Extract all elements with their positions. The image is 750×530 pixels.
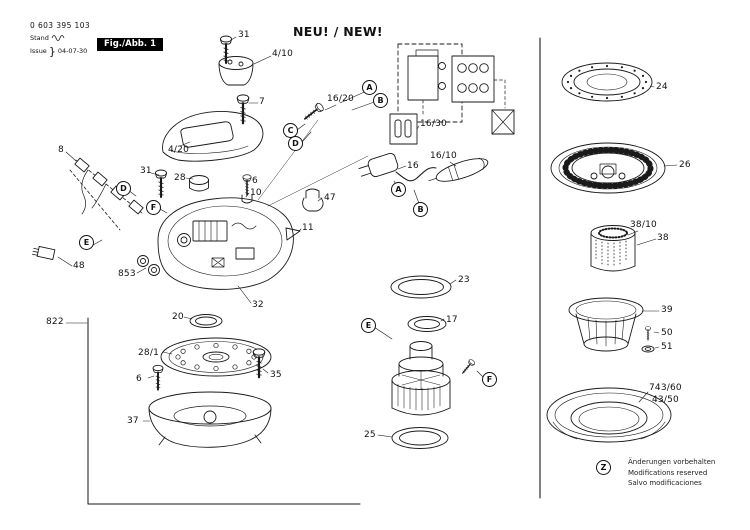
marker-d-1: D [288,136,303,151]
callout-743-60: 743/60 [649,383,682,393]
part-harness-8 [69,157,144,231]
part-basket-39 [568,297,644,352]
callout-7: 7 [259,97,265,107]
callout-853: 853 [118,269,136,279]
callout-17: 17 [446,315,458,325]
callout-43-50: 43/50 [652,395,679,405]
issue-date: 04-07-30 [57,47,88,56]
long-leader-lines [257,119,369,207]
callout-6-top: 6 [252,176,258,186]
callout-10: 10 [250,188,262,198]
part-screw-7 [236,93,250,125]
part-washer-51 [641,345,655,353]
part-housing-37 [148,391,272,448]
part-ring-25 [391,427,449,449]
part-screw-motor-f [459,357,477,376]
part-ring-17 [407,316,447,332]
callout-25: 25 [364,430,376,440]
callout-31-top: 31 [238,30,250,40]
callout-31-left: 31 [140,166,152,176]
part-number: 0 603 395 103 [30,21,91,30]
marker-a-2: A [391,182,406,197]
callout-28-1: 28/1 [138,348,160,358]
part-ring-743 [546,387,672,443]
part-screw-6-bottom [152,364,164,391]
part-housing-32 [157,197,294,290]
callout-35: 35 [270,370,282,380]
part-motor [391,341,451,416]
callout-37: 37 [127,416,139,426]
part-screw-31-left [154,168,168,199]
callout-16-10: 16/10 [430,151,457,161]
marker-z: Z [596,460,611,475]
issue-label: Issue [30,47,47,56]
stand-label: Stand [30,34,49,42]
part-clip-10 [241,194,253,204]
callout-20: 20 [172,312,184,322]
marker-a-1: A [362,80,377,95]
callout-8: 8 [58,145,64,155]
callout-51: 51 [661,342,673,352]
marker-e-2: E [361,318,376,333]
brace-glyph: } [48,45,56,59]
part-connector-48 [32,245,56,261]
marker-f-1: F [146,200,161,215]
part-cap-28 [189,175,209,192]
callout-48: 48 [73,261,85,271]
leader-lines [57,36,678,438]
callout-4-10: 4/10 [272,49,294,59]
part-ring-23 [390,275,452,299]
figure-label: Fig./Abb. 1 [97,38,163,51]
callout-822: 822 [46,317,64,327]
part-plate-28-1 [160,337,272,377]
marker-d-2: D [116,181,131,196]
part-bracket-47 [302,188,324,212]
callout-16: 16 [407,161,419,171]
legal-note: Änderungen vorbehalten Modifications res… [628,457,715,489]
callout-47: 47 [324,193,336,203]
callout-11: 11 [302,223,314,233]
marker-b-1: B [373,93,388,108]
callout-24: 24 [656,82,668,92]
callout-23: 23 [458,275,470,285]
part-grip-16-10 [428,157,489,182]
new-banner: NEU! / NEW! [293,24,383,39]
part-cap-4-10 [218,56,254,86]
bracket-822 [87,317,361,505]
callout-32: 32 [252,300,264,310]
part-ring-24 [561,62,653,102]
part-ring-20 [189,314,223,328]
callout-38: 38 [657,233,669,243]
part-screw-35 [252,347,266,379]
part-screw-16-20 [301,101,326,124]
marker-b-2: B [413,202,428,217]
part-wiring-diagram-boxes [397,43,515,135]
callout-6-bottom: 6 [136,374,142,384]
callout-38-10: 38/10 [630,220,657,230]
callout-16-30: 16/30 [420,119,447,129]
marker-e-1: E [79,235,94,250]
part-plug-16 [358,152,437,182]
callout-16-20: 16/20 [327,94,354,104]
part-box-16-30 [389,113,418,145]
part-screw-50 [644,325,652,341]
callout-50: 50 [661,328,673,338]
revision-block: Stand Issue } 04-07-30 [30,33,87,59]
callout-39: 39 [661,305,673,315]
legal-line-de: Änderungen vorbehalten [628,458,716,466]
part-wheel-26 [550,142,666,194]
callout-26: 26 [679,160,691,170]
revision-scribble-icon [51,33,67,44]
part-rings-853 [137,255,160,276]
callout-28: 28 [174,173,186,183]
callout-4-20: 4/20 [168,145,190,155]
marker-f-2: F [482,372,497,387]
part-cover-4-20 [162,111,264,162]
part-filter-38 [590,225,636,272]
legal-line-es: Salvo modificaciones [628,479,702,487]
legal-line-en: Modifications reserved [628,468,708,477]
